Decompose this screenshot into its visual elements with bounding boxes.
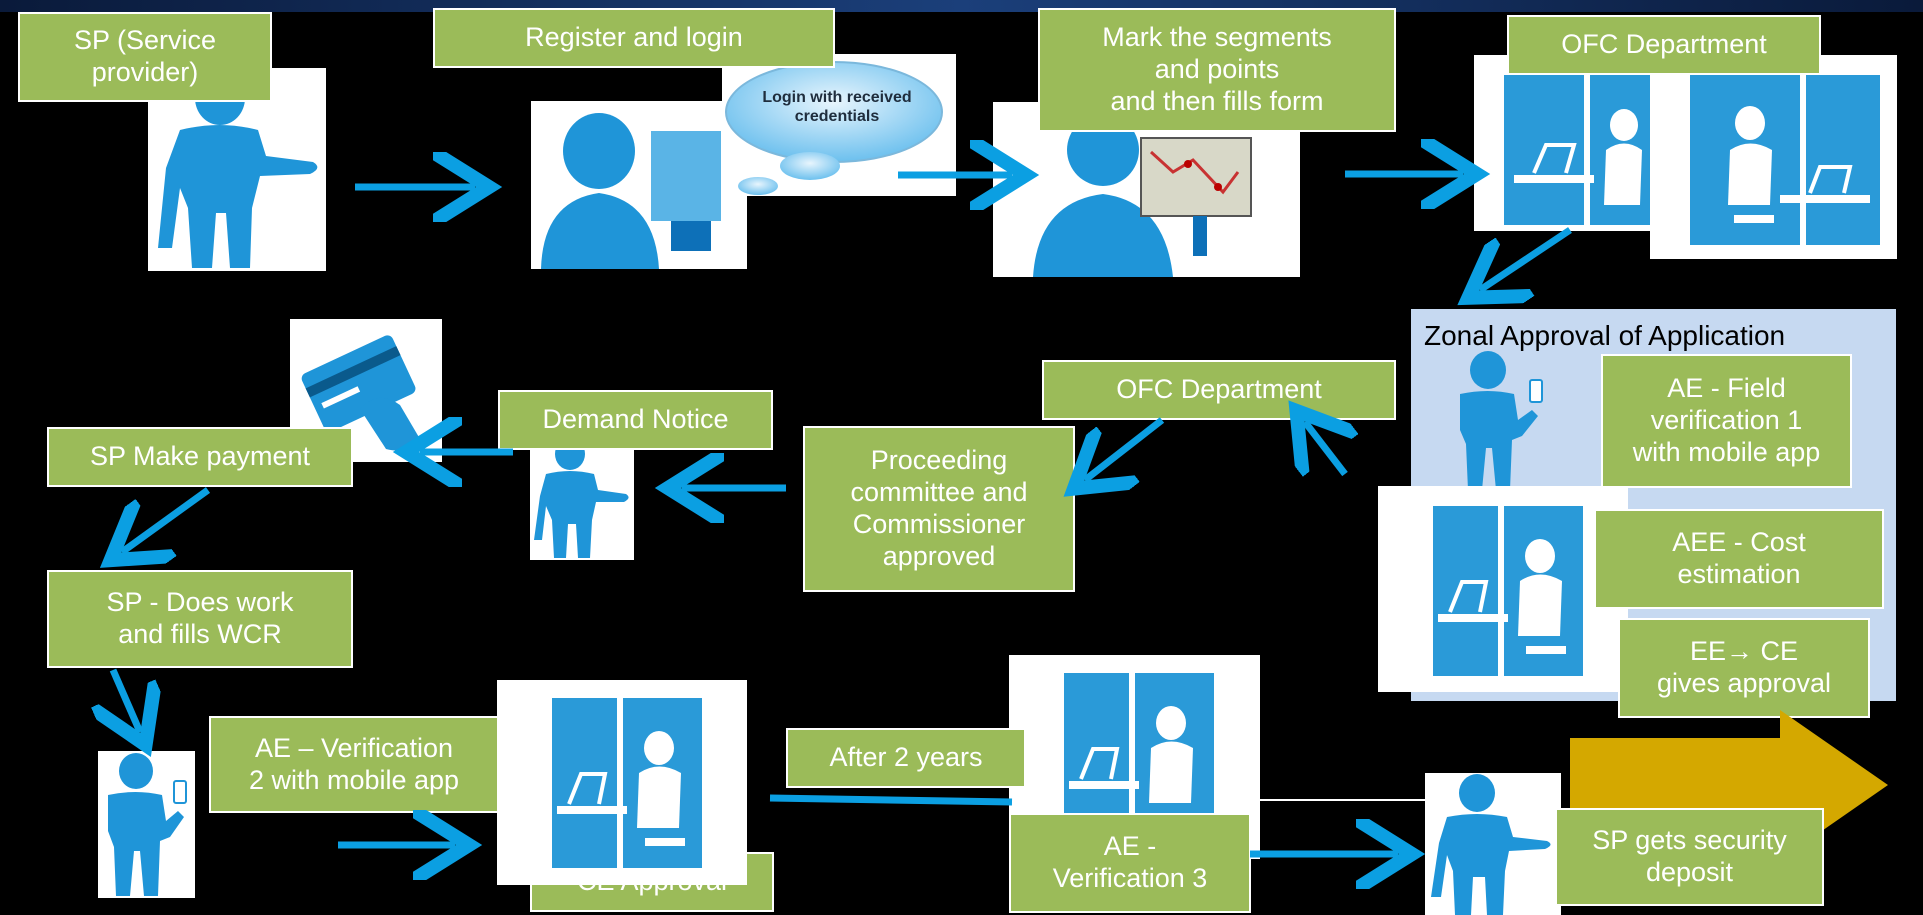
register-computer-figure — [531, 101, 747, 269]
mark-segments-box: Mark the segments and points and then fi… — [1038, 8, 1396, 132]
arrow-ce-to-ae3 — [769, 794, 1013, 806]
zonal-approval-title: Zonal Approval of Application — [1424, 320, 1786, 351]
ee-ce-approval-box: EE→ CE gives approval — [1618, 618, 1870, 718]
sp-phone-figure — [98, 751, 195, 898]
sp-does-work-box: SP - Does work and fills WCR — [47, 570, 353, 668]
person-at-computer-icon — [541, 113, 721, 269]
demand-notice-box: Demand Notice — [498, 390, 773, 450]
demand-notice-figure — [530, 436, 634, 560]
arrow-ofc-to-zonal — [1480, 227, 1572, 290]
aee-cubicle-figure — [1378, 486, 1628, 692]
arrow-work-to-ae2 — [113, 668, 140, 732]
office-cubicle-icon — [1690, 75, 1880, 245]
sp-final-figure — [1425, 773, 1561, 915]
office-cubicle-icon — [1504, 75, 1664, 225]
aee-cost-estimation-box: AEE - Cost estimation — [1594, 509, 1884, 609]
office-cubicle-icon — [552, 698, 702, 868]
top-band — [0, 0, 1923, 12]
ae-phone-figure — [1448, 350, 1552, 492]
person-with-phone-icon — [1460, 351, 1543, 490]
arrow-payment-to-work — [122, 487, 211, 552]
ce-cubicle-figure — [497, 680, 747, 885]
register-login-box: Register and login — [433, 8, 835, 68]
ofc-department-mid-box: OFC Department — [1042, 360, 1396, 420]
arrow-ofc-mid-to-proceeding — [1085, 417, 1165, 480]
standing-person-icon — [534, 438, 629, 558]
person-with-map-icon — [1033, 114, 1252, 277]
ofc-department-top-box: OFC Department — [1507, 15, 1821, 75]
approval-partial-text: Approv — [1278, 811, 1361, 841]
sp-make-payment-box: SP Make payment — [47, 427, 353, 487]
speech-bubble-icon — [725, 61, 943, 195]
person-with-phone-icon — [108, 753, 187, 896]
proceeding-committee-box: Proceeding committee and Commissioner ap… — [803, 426, 1075, 592]
ae-field-verification-box: AE - Field verification 1 with mobile ap… — [1601, 354, 1852, 488]
ofc-cubicle-right — [1650, 55, 1897, 259]
ofc-cubicle-left — [1474, 55, 1683, 231]
login-bubble-text: Login with received credentials — [762, 89, 912, 126]
sp-service-provider-box: SP (Service provider) — [18, 12, 272, 102]
standing-person-icon — [1431, 774, 1551, 915]
sp-security-deposit-box: SP gets security deposit — [1555, 808, 1824, 906]
office-cubicle-icon — [1433, 506, 1583, 676]
after-2-years-box: After 2 years — [786, 728, 1026, 788]
ae-verification-3-box: AE - Verification 3 — [1009, 813, 1251, 913]
ae-verification-2-box: AE – Verification 2 with mobile app — [209, 716, 499, 813]
arrow-zonal-to-ofc-mid — [1305, 422, 1345, 474]
